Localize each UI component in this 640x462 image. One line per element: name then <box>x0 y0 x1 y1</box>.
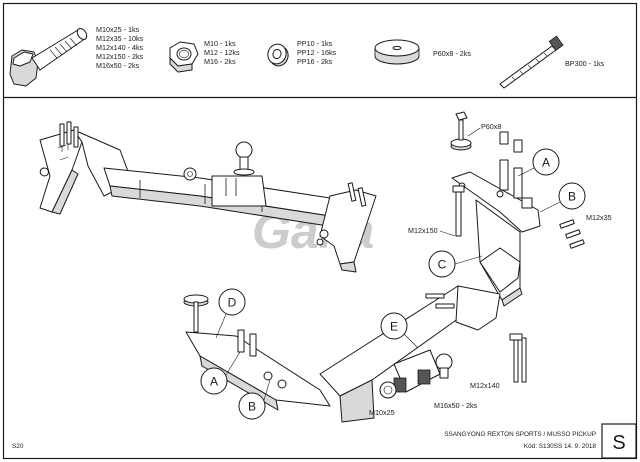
code-date-line: Kód: S130SS 14. 9. 2018 <box>524 443 597 450</box>
right-chassis-bracket <box>316 182 377 273</box>
side-bracket-plate <box>451 171 541 307</box>
callout-e: E <box>380 312 419 349</box>
callout-letter: D <box>228 296 237 310</box>
m12x150-bolts <box>452 185 465 237</box>
callout-a-upper: A <box>517 148 560 177</box>
vehicle-title: SSANGYONG REXTON SPORTS / MUSSO PICKUP <box>444 431 596 438</box>
m12x35-bolts <box>559 219 585 249</box>
stud-bolts-stack <box>499 131 533 209</box>
legend-washer-line: PP16 - 2ks <box>297 57 333 66</box>
legend-washer-line: PP12 - 16ks <box>297 48 337 57</box>
title-letter-box <box>601 423 637 459</box>
legend-bolts-text: M10x25 - 1ks M12x35 - 10ks M12x140 - 4ks… <box>96 25 144 70</box>
callout-letter: A <box>542 156 550 170</box>
legend-bolt-line: M16x50 - 2ks <box>96 61 140 70</box>
legend-nut-line: M16 - 2ks <box>204 57 236 66</box>
legend-nuts-text: M10 - 1ks M12 - 12ks M16 - 2ks <box>204 39 240 66</box>
m12x140-bolts <box>509 333 527 383</box>
callout-b-lower: B <box>238 379 271 420</box>
callout-c: C <box>428 250 483 278</box>
legend-bolt-line: M10x25 - 1ks <box>96 25 140 34</box>
callout-a-lower: A <box>200 351 241 395</box>
callout-letter: B <box>248 400 256 414</box>
legend-nut-line: M10 - 1ks <box>204 39 236 48</box>
legend-washer-line: PP10 - 1ks <box>297 39 333 48</box>
legend-washers-text: PP10 - 1ks PP12 - 16ks PP16 - 2ks <box>297 39 337 66</box>
callout-letter: A <box>210 375 218 389</box>
callout-b-upper: B <box>539 182 586 213</box>
label-m12x35: M12x35 <box>586 213 612 222</box>
label-m12x140: M12x140 <box>470 381 500 390</box>
legend-nut-line: M12 - 12ks <box>204 48 240 57</box>
legend-bolt-line: M12x35 - 10ks <box>96 34 144 43</box>
legend-bolt-line: M12x150 - 2ks <box>96 52 144 61</box>
pad-icon <box>374 39 420 65</box>
legend-pad-text: P60x8 - 2ks <box>433 49 471 58</box>
ball-mount <box>183 141 267 207</box>
callout-letter: C <box>438 258 447 272</box>
main-tow-bar-e <box>319 285 501 423</box>
label-m10x25: M10x25 <box>369 408 395 417</box>
callout-letter: B <box>568 190 576 204</box>
title-letter: S <box>612 432 625 454</box>
label-m12x150: M12x150 <box>408 226 438 235</box>
label-m16x50: M16x50 - 2ks <box>434 401 478 410</box>
legend-tie-text: BP300 - 1ks <box>565 59 605 68</box>
callout-d: D <box>215 288 246 339</box>
bolt-icon <box>9 28 88 87</box>
left-chassis-bracket <box>39 121 133 215</box>
sheet-code: S20 <box>12 443 24 450</box>
nut-icon <box>169 41 199 73</box>
callout-letter: E <box>390 320 398 334</box>
legend-bolt-line: M12x140 - 4ks <box>96 43 144 52</box>
bracket-d <box>183 294 331 411</box>
washer-icon <box>267 43 289 67</box>
cable-tie-icon <box>499 35 564 89</box>
p60x8-pad-part <box>450 111 472 151</box>
label-p60x8: P60x8 <box>481 122 501 131</box>
